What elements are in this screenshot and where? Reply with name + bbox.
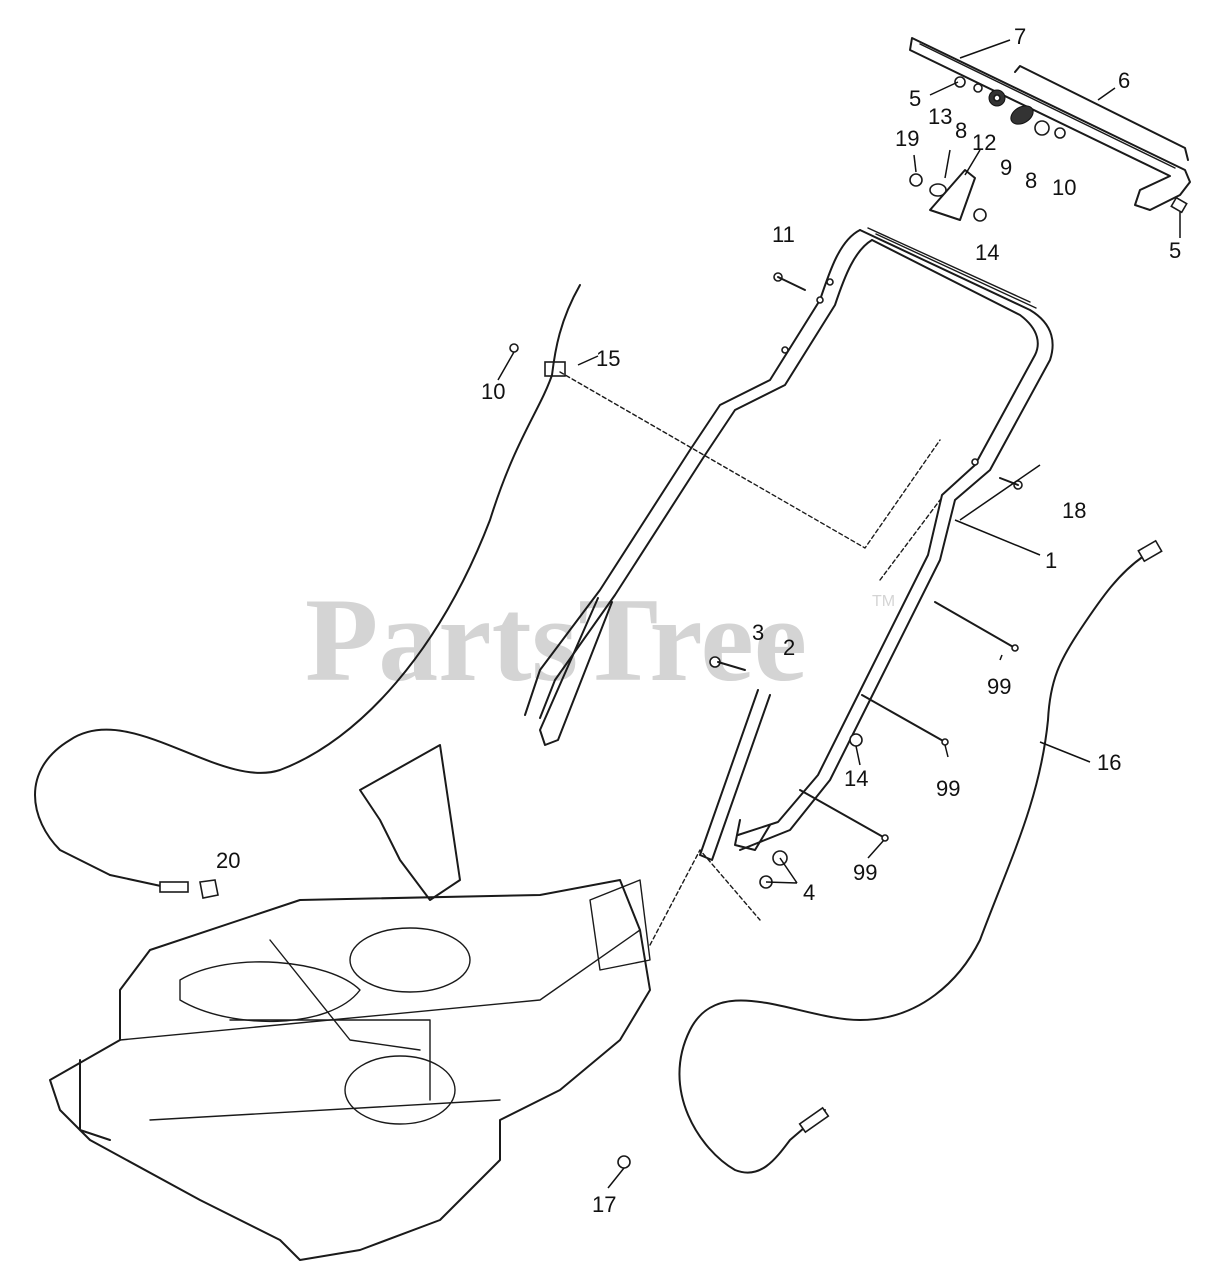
callout-4: 4 bbox=[803, 880, 815, 905]
callout-9: 9 bbox=[1000, 155, 1012, 180]
callout-5b: 5 bbox=[1169, 238, 1181, 263]
callout-16: 16 bbox=[1097, 750, 1121, 775]
alignment-lines bbox=[559, 371, 941, 946]
callout-10b: 10 bbox=[481, 379, 505, 404]
callout-99a: 99 bbox=[987, 674, 1011, 699]
callout-5a: 5 bbox=[909, 86, 921, 111]
bolts bbox=[199, 272, 1023, 1169]
cable-right bbox=[678, 539, 1163, 1174]
watermark-tm: TM bbox=[872, 593, 895, 610]
callout-8a: 8 bbox=[955, 118, 967, 143]
callouts: 1 2 3 4 5 5 6 7 8 8 9 10 10 11 12 13 14 … bbox=[216, 24, 1181, 1217]
callout-99b: 99 bbox=[936, 776, 960, 801]
callout-2: 2 bbox=[783, 635, 795, 660]
hardware-cluster bbox=[909, 76, 1066, 222]
callout-6: 6 bbox=[1118, 68, 1130, 93]
callout-14a: 14 bbox=[975, 240, 999, 265]
callout-7: 7 bbox=[1014, 24, 1026, 49]
callout-20: 20 bbox=[216, 848, 240, 873]
callout-8b: 8 bbox=[1025, 168, 1037, 193]
callout-10a: 10 bbox=[1052, 175, 1076, 200]
callout-19: 19 bbox=[895, 126, 919, 151]
callout-13: 13 bbox=[928, 104, 952, 129]
cable-left bbox=[34, 284, 581, 893]
callout-15: 15 bbox=[596, 346, 620, 371]
callout-99c: 99 bbox=[853, 860, 877, 885]
callout-11: 11 bbox=[772, 222, 795, 247]
control-bar bbox=[909, 37, 1191, 214]
watermark-text: PartsTree bbox=[305, 573, 807, 706]
watermark: PartsTree TM bbox=[305, 573, 895, 706]
main-handle bbox=[524, 227, 1054, 851]
callout-18: 18 bbox=[1062, 498, 1086, 523]
callout-3: 3 bbox=[752, 620, 764, 645]
callout-1: 1 bbox=[1045, 548, 1057, 573]
callout-14b: 14 bbox=[844, 766, 868, 791]
callout-17: 17 bbox=[592, 1192, 616, 1217]
mower-deck bbox=[49, 744, 651, 1261]
lower-legs bbox=[539, 597, 771, 861]
leader-lines bbox=[497, 39, 1181, 1189]
rods bbox=[799, 601, 1019, 842]
callout-12: 12 bbox=[972, 130, 996, 155]
